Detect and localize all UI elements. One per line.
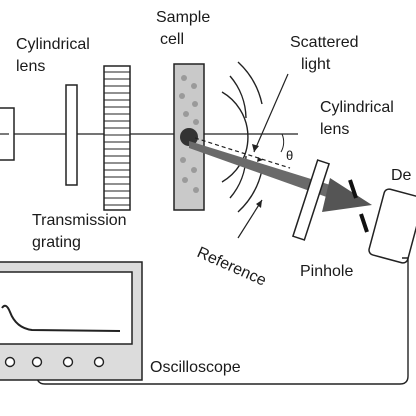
oscilloscope-screen: [0, 271, 133, 345]
scattered-light-label-line2: light: [301, 56, 331, 73]
sample-cell: [173, 63, 205, 211]
particle: [181, 75, 187, 81]
scope-knob-3: [62, 356, 74, 368]
pinhole-upper: [348, 179, 358, 199]
oscilloscope-label: Oscilloscope: [150, 359, 241, 376]
reference-pointer: [237, 199, 263, 239]
transmission-grating-label-line2: grating: [32, 234, 81, 251]
sample-cell-label-line2: cell: [160, 31, 184, 48]
scattered-light-label-line1: Scattered: [290, 34, 358, 51]
reference-pointer-head: [256, 200, 262, 208]
particle: [191, 167, 197, 173]
wave-front-4: [237, 61, 263, 105]
detector-label: De: [391, 167, 412, 184]
pinhole-lower: [359, 213, 369, 233]
particle: [182, 177, 188, 183]
oscilloscope: [0, 261, 143, 381]
scatter-point-marker: [257, 157, 263, 162]
cylindrical-lens-right-label-line1: Cylindrical: [320, 99, 394, 116]
scattering-axis: [194, 137, 291, 169]
particle: [192, 101, 198, 107]
theta-label: θ: [286, 148, 293, 163]
beam-arrow-body: [189, 141, 340, 200]
reference-label: Reference: [194, 244, 268, 290]
scatter-center: [180, 128, 198, 146]
particle: [193, 119, 199, 125]
particle: [193, 187, 199, 193]
scattered-light-waves: [221, 61, 263, 213]
particle: [180, 157, 186, 163]
detector: [368, 188, 416, 264]
cylindrical-lens-left-label-line1: Cylindrical: [16, 36, 90, 53]
cylindrical-lens-left-label-line2: lens: [16, 58, 45, 75]
transmission-grating-label-line1: Transmission: [32, 212, 127, 229]
cylindrical-lens-right-label-line2: lens: [320, 121, 349, 138]
scope-knob-4: [93, 356, 105, 368]
particle: [191, 83, 197, 89]
wave-front-2: [229, 75, 247, 119]
pinhole-label: Pinhole: [300, 263, 353, 280]
transmission-grating: [103, 65, 131, 211]
scope-knob-1: [4, 356, 16, 368]
cylindrical-lens-left: [65, 84, 78, 186]
particle: [179, 93, 185, 99]
decay-trace: [1, 304, 121, 332]
cylindrical-lens-right: [291, 159, 331, 241]
wave-front-1: [221, 91, 249, 183]
beam-arrow-head: [322, 178, 372, 212]
scope-knob-2: [31, 356, 43, 368]
particle: [183, 111, 189, 117]
scattered-light-pointer: [253, 73, 289, 153]
scattered-light-pointer-head: [252, 144, 259, 152]
theta-arc: [280, 133, 285, 153]
sample-cell-label-line1: Sample: [156, 9, 210, 26]
